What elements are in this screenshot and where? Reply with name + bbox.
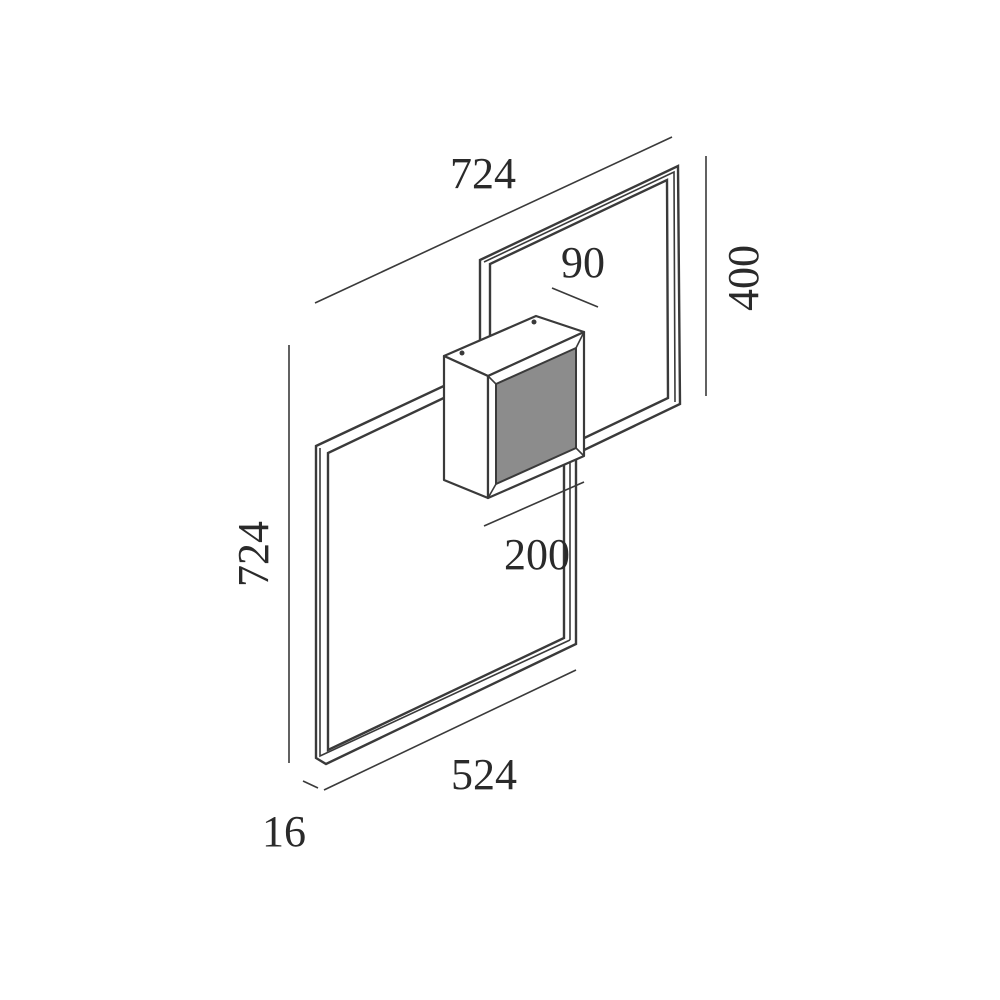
label-module-width: 200 <box>504 530 570 579</box>
module-side-face <box>442 354 490 500</box>
dimline-module-depth <box>551 287 599 308</box>
dimline-bottom-width <box>323 669 577 791</box>
light-module <box>442 314 586 500</box>
dimline-module-width <box>483 481 585 527</box>
label-right-height: 400 <box>719 245 768 311</box>
label-profile-thickness: 16 <box>262 807 306 856</box>
dimension-lines <box>288 136 707 791</box>
dimline-top-width <box>314 136 673 304</box>
label-bottom-width: 524 <box>451 750 517 799</box>
label-left-height: 724 <box>229 521 278 587</box>
dimline-thickness <box>302 780 319 789</box>
label-top-width: 724 <box>450 149 516 198</box>
label-module-depth: 90 <box>561 238 605 287</box>
